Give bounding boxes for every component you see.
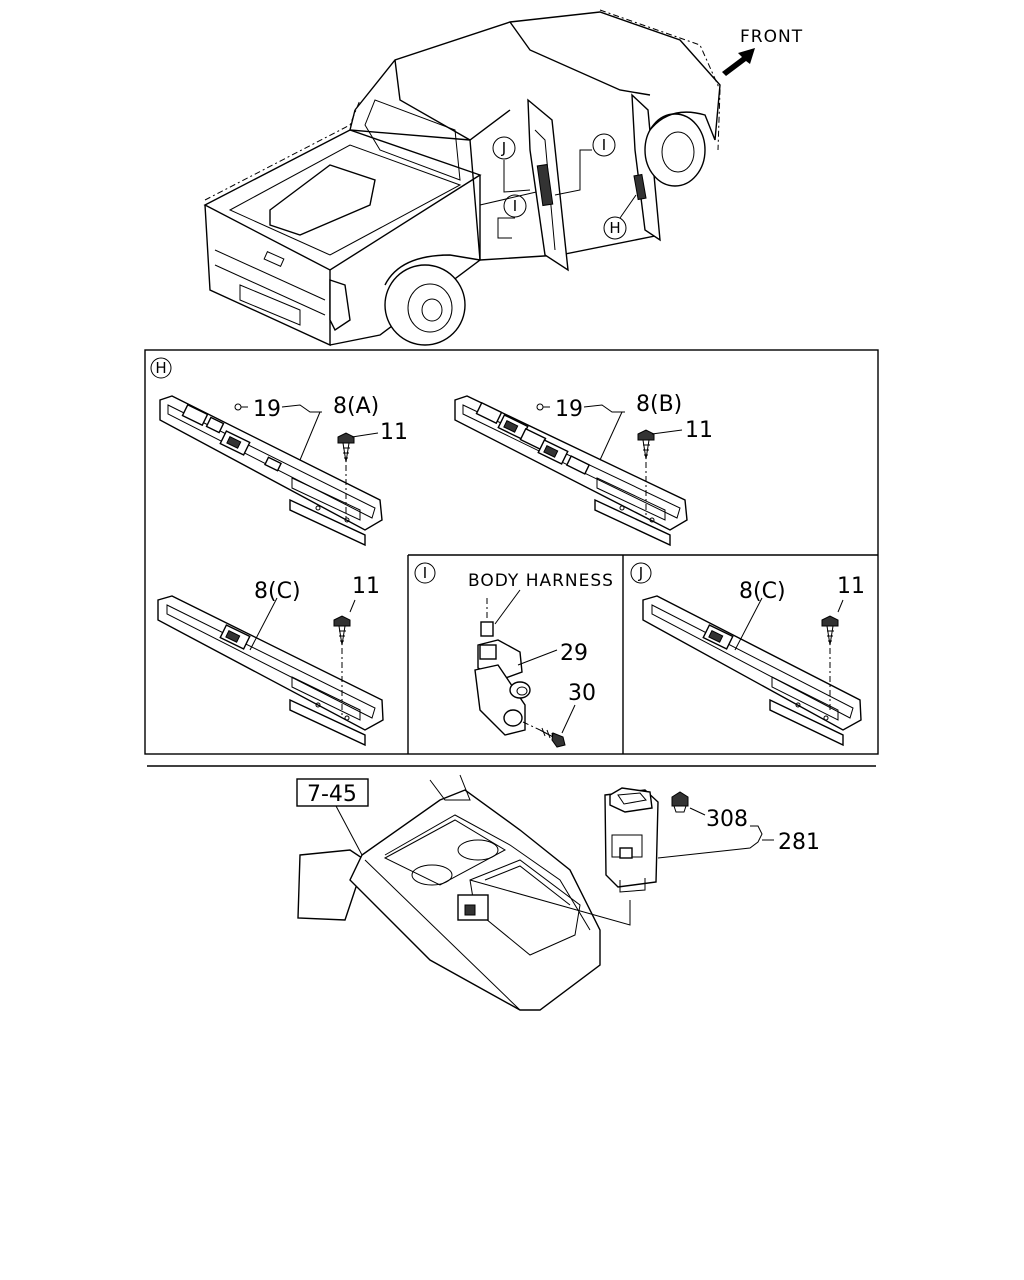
trim-8c-label-h: 8(C)	[254, 579, 301, 604]
screw-11-h-left: 11	[337, 420, 408, 520]
switch-281-label: 281	[778, 830, 820, 855]
screw-308-label: 308	[706, 807, 748, 832]
trim-panel-8c-j	[642, 595, 862, 747]
svg-text:7-45: 7-45	[307, 782, 357, 807]
callout-h-top: H	[603, 216, 627, 240]
front-direction-indicator: FRONT	[722, 27, 803, 76]
callout-j-top: J	[492, 136, 516, 160]
trim-8a-label: 8(A)	[333, 394, 379, 419]
trim-8c-label-j: 8(C)	[739, 579, 786, 604]
screw-11-h-lower: 11	[333, 574, 380, 715]
truck-illustration	[203, 9, 721, 347]
bracket-281: 281	[657, 825, 820, 859]
trim-panel-8c-h	[157, 595, 384, 747]
trim-panel-8b	[454, 395, 688, 547]
callout-j-panel: J	[630, 562, 652, 584]
screw-11-label-h-left: 11	[380, 420, 408, 445]
clip-19-label-left: 19	[253, 397, 281, 422]
console-switch-281	[604, 787, 659, 893]
svg-text:I: I	[423, 564, 427, 582]
callout-i-panel: I	[414, 562, 436, 584]
svg-text:J: J	[638, 564, 643, 582]
svg-text:H: H	[155, 359, 166, 377]
door-switch-29	[474, 639, 558, 736]
switch-leader-line	[469, 879, 631, 926]
screw-11-h-right: 11	[637, 418, 713, 515]
svg-text:I: I	[513, 197, 517, 215]
trim-8b-label: 8(B)	[636, 392, 682, 417]
trim-panel-8a	[159, 395, 383, 547]
callout-i-top: I	[592, 133, 616, 157]
screw-30-label: 30	[568, 681, 596, 706]
callout-h-panel: H	[150, 357, 172, 379]
screw-11-j: 11	[821, 574, 865, 712]
clip-19-label-right: 19	[555, 397, 583, 422]
screw-308: 308	[671, 791, 748, 832]
screw-11-label-h-right: 11	[685, 418, 713, 443]
screw-30: 30	[522, 681, 596, 748]
screw-11-label-h-lower: 11	[352, 574, 380, 599]
svg-text:I: I	[602, 136, 606, 154]
switch-29-label: 29	[560, 641, 588, 666]
front-label: FRONT	[740, 27, 803, 47]
reference-box-7-45: 7-45	[296, 778, 369, 856]
svg-text:H: H	[609, 219, 620, 237]
callout-i-rear-door: I	[503, 194, 527, 218]
clip-19-left: 19	[234, 397, 281, 422]
clip-19-right: 19	[536, 397, 583, 422]
body-harness-label: BODY HARNESS	[468, 571, 614, 591]
svg-text:J: J	[501, 139, 506, 157]
front-arrow-icon	[722, 48, 755, 76]
center-console	[297, 774, 601, 1011]
detail-frame	[144, 349, 879, 755]
body-harness-connector	[480, 589, 521, 637]
screw-11-label-j: 11	[837, 574, 865, 599]
